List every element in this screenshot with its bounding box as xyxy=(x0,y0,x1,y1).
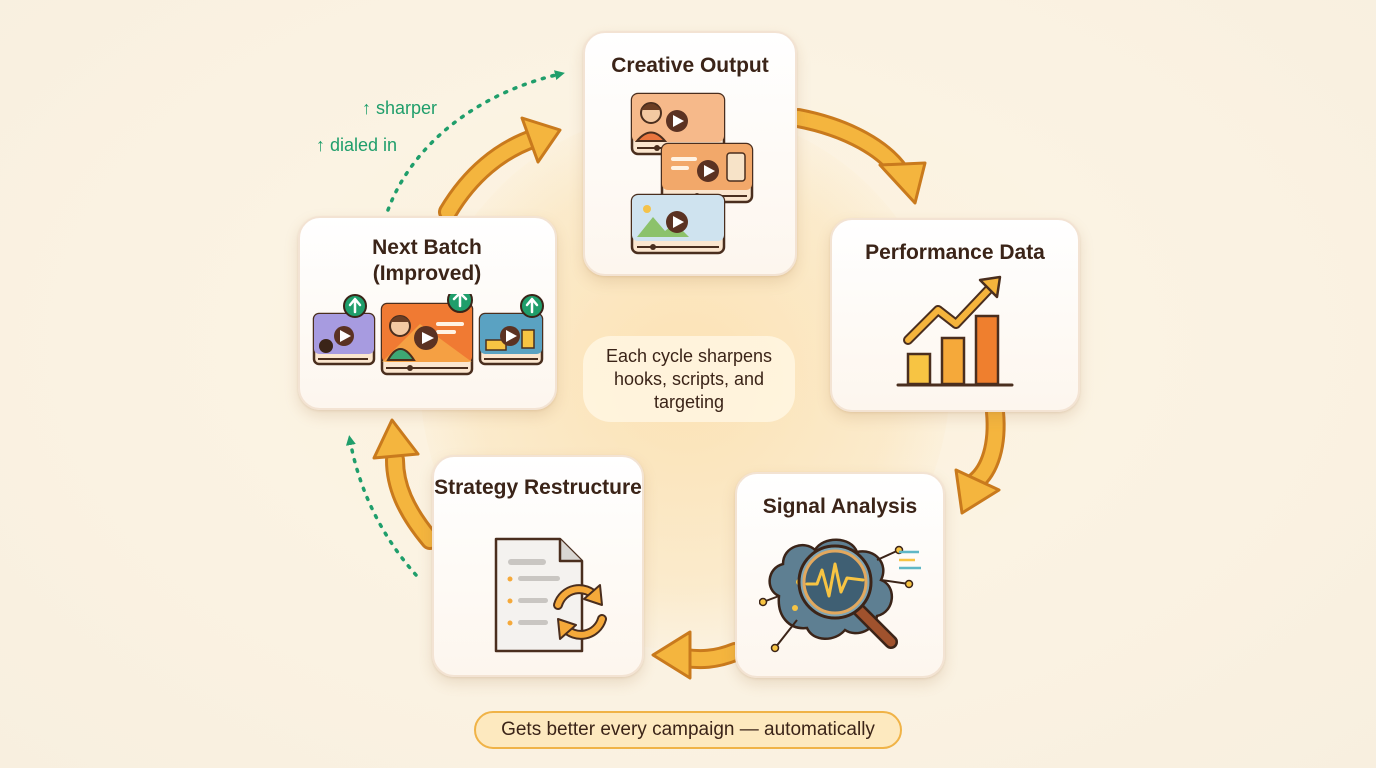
card-signal-analysis: Signal Analysis xyxy=(735,472,945,678)
arrow-performance-to-signal xyxy=(954,402,1006,515)
card-title: Creative Output xyxy=(611,54,769,77)
card-creative-output: Creative Output xyxy=(583,31,797,276)
improvement-arrow-left xyxy=(345,435,418,577)
arrow-signal-to-strategy xyxy=(651,630,745,680)
video-thumbnails-icon xyxy=(630,92,754,255)
bar-chart-trend-icon xyxy=(896,275,1014,387)
brain-magnifier-icon xyxy=(759,538,921,653)
upgraded-videos-icon xyxy=(312,294,544,376)
tagline-badge: Gets better every campaign — automatical… xyxy=(474,711,902,749)
card-title: Performance Data xyxy=(865,241,1045,264)
card-strategy-restructure: Strategy Restructure xyxy=(432,455,644,677)
card-performance-data: Performance Data xyxy=(830,218,1080,412)
arrow-nextbatch-to-creative xyxy=(438,116,562,222)
center-note: Each cycle sharpens hooks, scripts, and … xyxy=(583,336,795,422)
card-title: Strategy Restructure xyxy=(434,476,642,499)
improvement-label-dialed-in: ↑ dialed in xyxy=(316,135,398,155)
card-title: Signal Analysis xyxy=(762,495,918,518)
improvement-arrow-top xyxy=(386,70,565,212)
improvement-label-sharper: ↑ sharper xyxy=(362,98,438,118)
document-refresh-icon xyxy=(494,537,607,653)
card-next-batch: Next Batch (Improved) xyxy=(298,216,557,410)
arrow-creative-to-performance xyxy=(788,108,927,205)
card-title: Next Batch (Improved) xyxy=(372,236,482,285)
arrow-strategy-to-nextbatch xyxy=(372,418,440,550)
